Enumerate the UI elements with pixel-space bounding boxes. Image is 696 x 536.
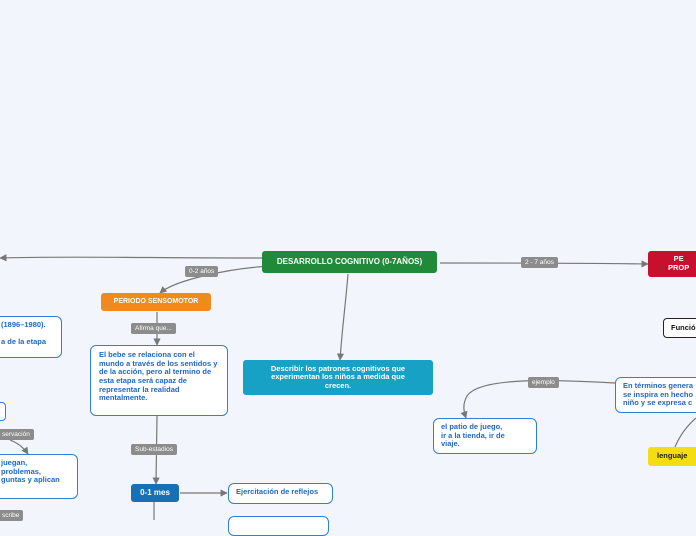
label-0-2-anos: 0-2 años	[185, 266, 219, 277]
label-describe: scribe	[0, 510, 24, 521]
baby-description-card[interactable]: El bebe se relaciona con el mundo a trav…	[90, 345, 228, 416]
left-small-card[interactable]	[0, 402, 6, 421]
children-play-card[interactable]: juegan, problemas, guntas y aplican	[0, 454, 78, 499]
next-substage-card[interactable]	[228, 516, 329, 536]
label-sub-estadios: Sub-estadios	[131, 444, 177, 455]
label-ejemplo: ejemplo	[528, 377, 559, 388]
lenguaje-node[interactable]: lenguaje	[648, 447, 696, 466]
label-observacion: servación	[0, 429, 34, 440]
en-terminos-card[interactable]: En términos genera se inspira en hecho n…	[615, 377, 696, 413]
preoperational-node[interactable]: PE PROP	[648, 251, 696, 277]
month-0-1-node[interactable]: 0-1 mes	[131, 484, 179, 502]
reflexes-card[interactable]: Ejercitación de reflejos	[228, 483, 333, 504]
funcion-node[interactable]: Funció	[663, 318, 696, 338]
patio-example-card[interactable]: el patio de juego, ir a la tienda, ir de…	[433, 418, 537, 454]
piaget-card[interactable]: (1896–1980). a de la etapa	[0, 316, 62, 358]
periodo-sensomotor-node[interactable]: PERIODO SENSOMOTOR	[101, 293, 211, 311]
describe-patterns-node[interactable]: Describir los patrones cognitivos que ex…	[243, 360, 433, 395]
label-2-7-anos: 2 - 7 años	[521, 257, 558, 268]
label-afirma-que: Afirma que...	[131, 323, 176, 334]
central-topic[interactable]: DESARROLLO COGNITIVO (0-7AÑOS)	[262, 251, 437, 273]
